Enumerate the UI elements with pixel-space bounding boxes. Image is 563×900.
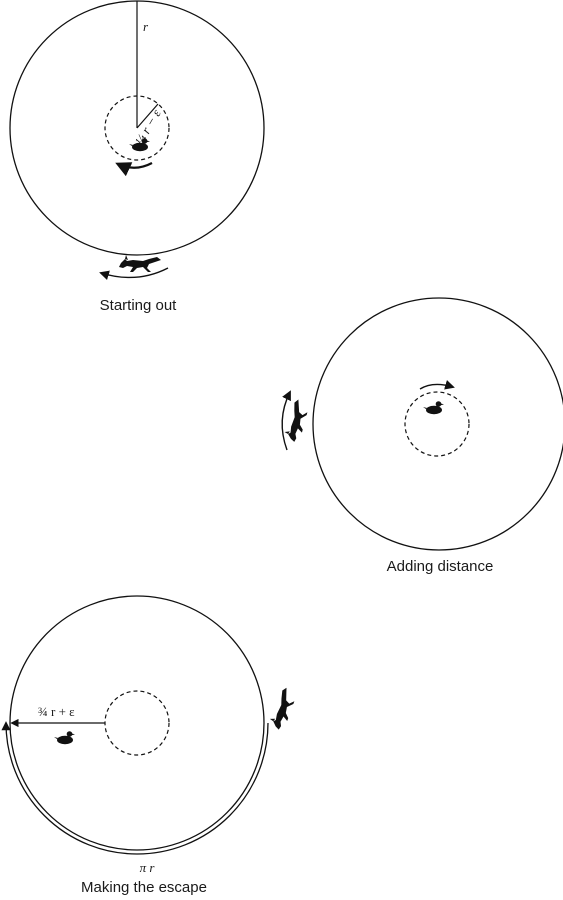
panel-caption: Adding distance <box>387 558 494 575</box>
fox-direction-arrow <box>99 267 169 280</box>
duck-direction-arrow <box>115 162 153 177</box>
panel-caption: Starting out <box>100 297 178 314</box>
fox-direction-arrow <box>281 390 291 451</box>
arc-length-label: π r <box>140 860 156 875</box>
inner-circle <box>404 391 470 457</box>
radius-label: r <box>143 19 149 34</box>
panel-making-the-escape: ¾ r + ε π r Making the escape <box>1 595 298 896</box>
inner-circle <box>104 690 170 756</box>
escape-arc-arrow <box>1 721 269 855</box>
duck-icon <box>54 731 75 745</box>
distance-label: ¾ r + ε <box>38 704 75 719</box>
inner-radius-line <box>136 103 159 129</box>
panel-adding-distance: Adding distance <box>281 297 563 575</box>
panel-starting-out: r ¼ r − ε Starting out <box>9 0 265 314</box>
fox-icon <box>119 255 161 272</box>
panel-caption: Making the escape <box>81 879 207 896</box>
lake-outline <box>312 297 563 551</box>
fox-icon <box>282 398 310 444</box>
duck-icon <box>423 401 444 415</box>
fox-icon <box>267 686 298 732</box>
duck-direction-arrow <box>419 380 455 390</box>
